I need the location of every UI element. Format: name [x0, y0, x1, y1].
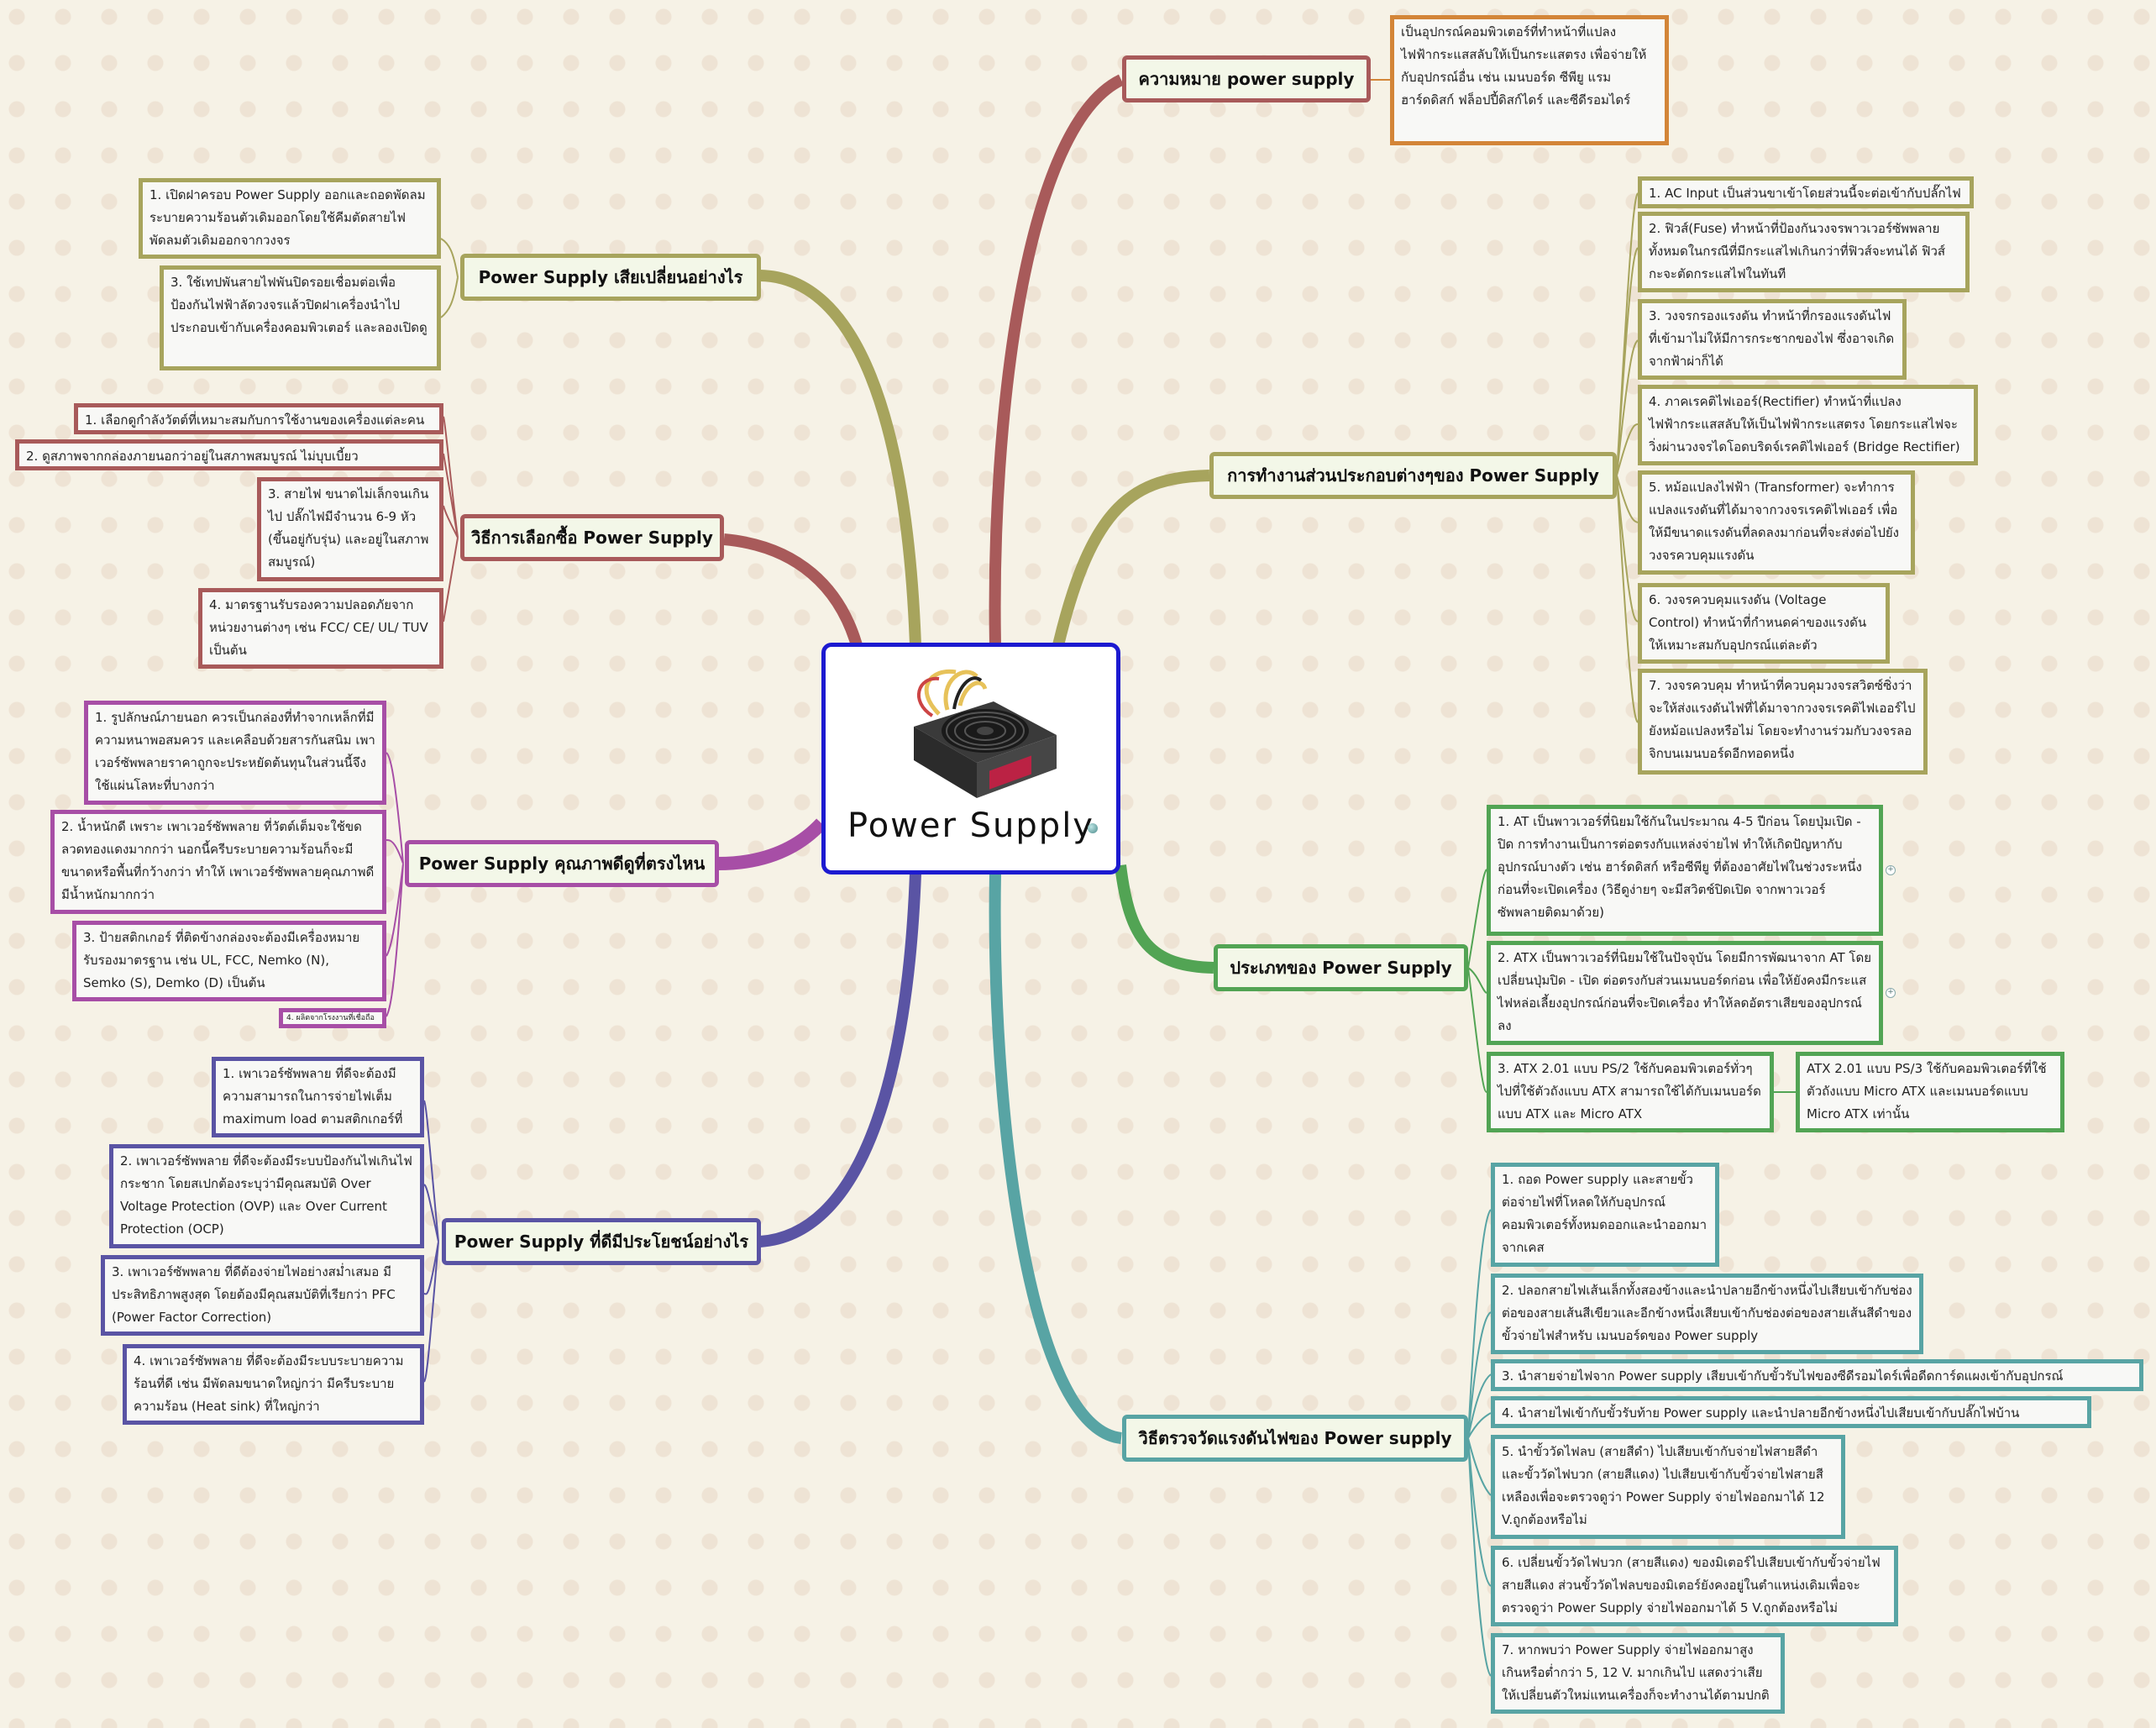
quality-tip-2: 2. น้ำหนักดี เพราะ เพาเวอร์ซัพพลาย ที่วั… — [50, 810, 386, 914]
buying-tip-1: 1. เลือกดูกำลังวัตต์ที่เหมาะสมกับการใช้ง… — [74, 403, 443, 434]
topic-types[interactable]: ประเภทของ Power Supply — [1214, 944, 1468, 991]
topic-quality-label: Power Supply คุณภาพดีดูที่ตรงไหน — [418, 853, 706, 874]
topic-types-label: ประเภทของ Power Supply — [1230, 958, 1452, 978]
measure-step-3: 3. นำสายจ่ายไฟจาก Power supply เสียบเข้า… — [1491, 1359, 2143, 1391]
good-tip-3: 3. เพาเวอร์ซัพพลาย ที่ดีต้องจ่ายไฟอย่างส… — [101, 1255, 424, 1336]
part-3-filter: 3. วงจรกรองแรงดัน ทำหน้าที่กรองแรงดันไฟท… — [1638, 299, 1907, 380]
topic-good[interactable]: Power Supply ที่ดีมีประโยชน์อย่างไร — [442, 1218, 761, 1265]
buying-tip-4: 4. มาตรฐานรับรองความปลอดภัยจากหน่วยงานต่… — [198, 588, 443, 669]
topic-quality[interactable]: Power Supply คุณภาพดีดูที่ตรงไหน — [405, 840, 719, 887]
topic-measure[interactable]: วิธีตรวจวัดแรงดันไฟของ Power supply — [1122, 1415, 1468, 1462]
buying-tip-3: 3. สายไฟ ขนาดไม่เล็กจนเกินไป ปลั๊กไฟมีจำ… — [257, 477, 443, 581]
measure-step-5: 5. นำขั้ววัดไฟลบ (สายสีดำ) ไปเสียบเข้ากั… — [1491, 1435, 1845, 1539]
topic-meaning[interactable]: ความหมาย power supply — [1122, 55, 1371, 102]
quality-tip-1: 1. รูปลักษณ์ภายนอก ควรเป็นกล่องที่ทำจากเ… — [84, 701, 386, 805]
topic-good-label: Power Supply ที่ดีมีประโยชน์อย่างไร — [454, 1232, 749, 1252]
topic-failure[interactable]: Power Supply เสียเปลี่ยนอย่างไร — [460, 254, 761, 301]
topic-buying-label: วิธีการเลือกซื้อ Power Supply — [471, 528, 713, 548]
part-5-transformer: 5. หม้อแปลงไฟฟ้า (Transformer) จะทำการแป… — [1638, 470, 1915, 575]
topic-meaning-label: ความหมาย power supply — [1138, 69, 1355, 89]
good-tip-4: 4. เพาเวอร์ซัพพลาย ที่ดีจะต้องมีระบบระบา… — [123, 1344, 424, 1425]
quality-tip-3: 3. ป้ายสติกเกอร์ ที่ติดข้างกล่องจะต้องมี… — [72, 921, 386, 1001]
meaning-description: เป็นอุปกรณ์คอมพิวเตอร์ที่ทำหน้าที่แปลงไฟ… — [1390, 15, 1669, 145]
measure-step-6: 6. เปลี่ยนขั้ววัดไฟบวก (สายสีแดง) ของมิเ… — [1491, 1546, 1898, 1626]
failure-step-1: 1. เปิดฝาครอบ Power Supply ออกและถอดพัดล… — [139, 178, 441, 259]
part-2-fuse: 2. ฟิวส์(Fuse) ทำหน้าที่ป้องกันวงจรพาวเว… — [1638, 212, 1970, 292]
topic-failure-label: Power Supply เสียเปลี่ยนอย่างไร — [478, 267, 743, 287]
type-atx: 2. ATX เป็นพาวเวอร์ที่นิยมใช้ในปัจจุบัน … — [1487, 941, 1883, 1045]
type-atx-ps2: 3. ATX 2.01 แบบ PS/2 ใช้กับคอมพิวเตอร์ทั… — [1487, 1052, 1774, 1132]
topic-parts-label: การทำงานส่วนประกอบต่างๆของ Power Supply — [1227, 465, 1599, 486]
topic-buying[interactable]: วิธีการเลือกซื้อ Power Supply — [460, 514, 724, 561]
measure-step-7: 7. หากพบว่า Power Supply จ่ายไฟออกมาสูงเ… — [1491, 1633, 1785, 1714]
topic-measure-label: วิธีตรวจวัดแรงดันไฟของ Power supply — [1138, 1428, 1452, 1448]
type-at: 1. AT เป็นพาวเวอร์ที่นิยมใช้กันในประมาณ … — [1487, 805, 1883, 936]
topic-parts[interactable]: การทำงานส่วนประกอบต่างๆของ Power Supply — [1209, 452, 1617, 499]
part-1-ac-input: 1. AC Input เป็นส่วนขาเข้าโดยส่วนนี้จะต่… — [1638, 176, 1974, 208]
good-tip-2: 2. เพาเวอร์ซัพพลาย ที่ดีจะต้องมีระบบป้อง… — [109, 1144, 424, 1248]
expand-at-icon[interactable]: + — [1886, 865, 1896, 875]
expand-atx-icon[interactable]: + — [1886, 988, 1896, 998]
central-topic[interactable]: Power Supply — [821, 643, 1120, 875]
part-4-rectifier: 4. ภาคเรคติไฟเออร์(Rectifier) ทำหน้าที่แ… — [1638, 385, 1978, 465]
part-6-voltage-control: 6. วงจรควบคุมแรงดัน (Voltage Control) ทำ… — [1638, 583, 1890, 664]
buying-tip-2: 2. ดูสภาพจากกล่องภายนอกว่าอยู่ในสภาพสมบู… — [15, 439, 443, 470]
central-topic-title: Power Supply — [847, 806, 1094, 845]
measure-step-4: 4. นำสายไฟเข้ากับขั้วรับท้าย Power suppl… — [1491, 1396, 2091, 1428]
measure-step-2: 2. ปลอกสายไฟเส้นเล็กทั้งสองข้างและนำปลาย… — [1491, 1274, 1923, 1354]
power-supply-unit-image — [914, 669, 1057, 798]
collapse-dot-icon[interactable] — [1088, 823, 1098, 833]
failure-step-3: 3. ใช้เทปพันสายไฟพันปิดรอยเชื่อมต่อเพื่อ… — [160, 265, 441, 370]
part-7-control-circuit: 7. วงจรควบคุม ทำหน้าที่ควบคุมวงจรสวิตซ์ซ… — [1638, 669, 1928, 775]
good-tip-1: 1. เพาเวอร์ซัพพลาย ที่ดีจะต้องมีความสามา… — [212, 1057, 424, 1137]
measure-step-1: 1. ถอด Power supply และสายขั้วต่อจ่ายไฟท… — [1491, 1163, 1719, 1267]
quality-tip-4: 4. ผลิตจากโรงงานที่เชื่อถือได้ — [279, 1008, 386, 1028]
type-atx-ps3: ATX 2.01 แบบ PS/3 ใช้กับคอมพิวเตอร์ที่ใช… — [1796, 1052, 2064, 1132]
